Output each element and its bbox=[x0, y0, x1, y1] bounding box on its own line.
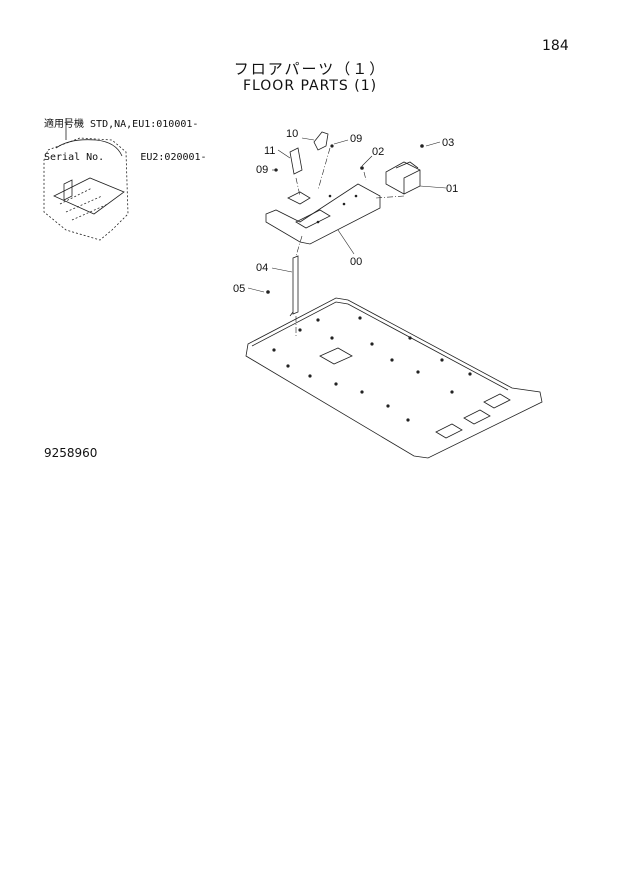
callout-05: 05 bbox=[233, 283, 245, 295]
page-number: 184 bbox=[542, 38, 569, 54]
callout-09-lower: 09 bbox=[256, 164, 268, 176]
callout-00: 00 bbox=[350, 256, 362, 268]
serial-label-jp: 適用号機 bbox=[44, 119, 84, 130]
small-bracket-11 bbox=[289, 147, 303, 175]
serial-row-1: 適用号機 STD,NA,EU1:010001- bbox=[44, 119, 207, 130]
serial-applicability: 適用号機 STD,NA,EU1:010001- Serial No. EU2:0… bbox=[44, 97, 207, 174]
page-title-english: FLOOR PARTS (1) bbox=[242, 78, 378, 94]
cab-locator-thumbnail bbox=[43, 118, 129, 241]
stay bbox=[289, 255, 299, 317]
main-floor-plate bbox=[245, 297, 543, 459]
page-title-japanese: フロアパーツ（１） bbox=[233, 60, 387, 78]
callout-01: 01 bbox=[446, 183, 458, 195]
bracket bbox=[385, 161, 421, 195]
callout-09-upper: 09 bbox=[350, 133, 362, 145]
serial-label-en: Serial No. bbox=[44, 152, 105, 163]
serial-row-2: Serial No. EU2:020001- bbox=[44, 152, 207, 163]
floor-panel bbox=[265, 183, 381, 245]
serial-value-2: EU2:020001- bbox=[140, 152, 207, 163]
bolt-05 bbox=[266, 290, 270, 294]
callout-03: 03 bbox=[442, 137, 454, 149]
bolt-03 bbox=[420, 144, 424, 148]
bolt-09b bbox=[330, 144, 334, 148]
callout-02: 02 bbox=[372, 146, 384, 158]
drawing-number: 9258960 bbox=[44, 446, 98, 460]
small-bracket-10 bbox=[313, 131, 329, 151]
callout-11: 11 bbox=[264, 145, 275, 157]
callout-04: 04 bbox=[256, 262, 268, 274]
callout-10: 10 bbox=[286, 128, 298, 140]
bolt-02 bbox=[360, 166, 364, 170]
serial-value-1: STD,NA,EU1:010001- bbox=[90, 119, 199, 130]
